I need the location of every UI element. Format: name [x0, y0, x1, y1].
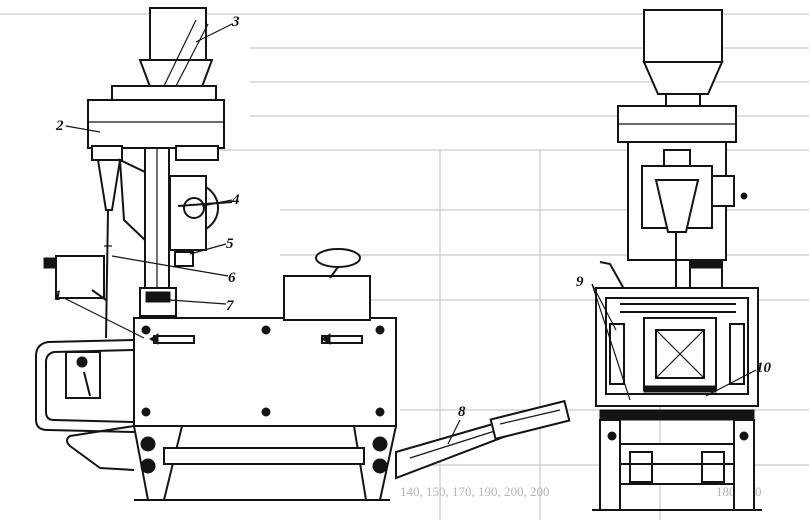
dosing-box: [87, 99, 225, 243]
callout-1: 1: [54, 288, 62, 304]
frame-legs: [66, 425, 398, 501]
callout-10: 10: [756, 360, 772, 376]
side-tank: [43, 255, 107, 301]
drum-assembly: [169, 175, 233, 267]
callout-5: 5: [226, 236, 234, 252]
callout-2: 2: [55, 118, 64, 134]
machine-front-view: [592, 9, 762, 511]
machine-side-view: [35, 7, 571, 501]
front-frame: [595, 287, 759, 421]
callout-7: 7: [226, 298, 234, 314]
callout-4: 4: [231, 192, 240, 208]
callout-8: 8: [458, 404, 466, 420]
front-legs: [592, 419, 762, 511]
hopper-front: [617, 9, 737, 143]
bleed-text-2: 140, 150, 170, 190, 200, 200: [400, 484, 550, 499]
hopper-side: [111, 7, 217, 101]
callout-3: 3: [231, 14, 240, 30]
main-frame-body: [133, 248, 397, 427]
discharge-chute: [395, 399, 571, 480]
vertical-column: [139, 147, 177, 317]
dosing-chamber: [627, 141, 748, 301]
callout-6: 6: [228, 270, 236, 286]
callout-labels: 1 2 3 4 5 6 7 8 9 10: [54, 14, 772, 445]
push-handle: [35, 339, 135, 433]
callout-9: 9: [576, 274, 584, 290]
